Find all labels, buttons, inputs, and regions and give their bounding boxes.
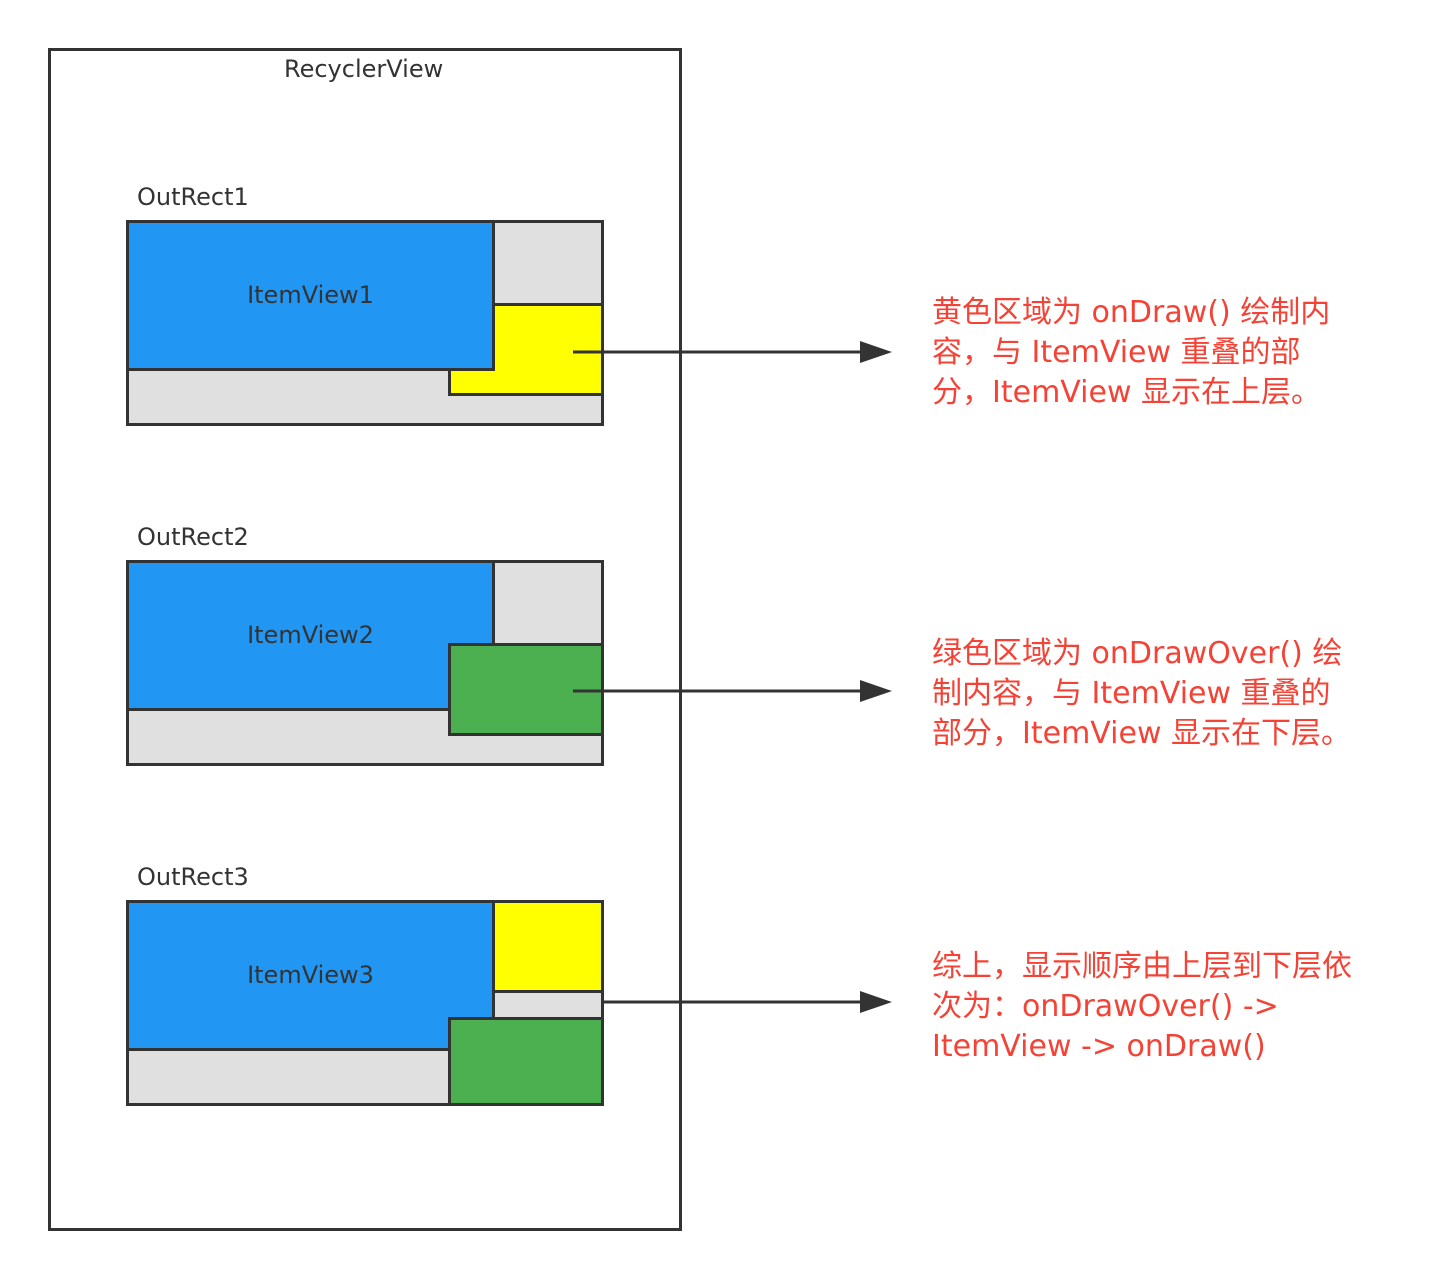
description-line: 综上，显示顺序由上层到下层依 [932,949,1352,984]
description-line: 容，与 ItemView 重叠的部 [932,335,1301,370]
description-ondraw: 黄色区域为 onDraw() 绘制内 容，与 ItemView 重叠的部 分，I… [932,293,1392,413]
description-line: 部分，ItemView 显示在下层。 [932,716,1352,751]
arrow-1 [573,341,892,363]
itemview3-label: ItemView3 [247,961,374,989]
description-line: 次为：onDrawOver() -> [932,989,1279,1024]
itemview3-box: ItemView3 [129,903,495,1051]
itemview1-label: ItemView1 [247,281,374,309]
description-ondrawover: 绿色区域为 onDrawOver() 绘 制内容，与 ItemView 重叠的 … [932,634,1392,754]
description-line: 制内容，与 ItemView 重叠的 [932,676,1331,711]
ondrawover-green-area [448,1017,601,1103]
outrect1-box: ItemView1 [126,220,604,426]
ondraw-yellow-area [492,903,601,993]
outrect1-label: OutRect1 [137,183,249,211]
description-line: 分，ItemView 显示在上层。 [932,375,1322,410]
arrow-3 [604,991,892,1013]
itemview1-box: ItemView1 [129,223,495,371]
itemview2-box: ItemView2 [129,563,495,711]
description-line: 绿色区域为 onDrawOver() 绘 [932,636,1343,671]
description-line: 黄色区域为 onDraw() 绘制内 [932,295,1331,330]
outrect3-label: OutRect3 [137,863,249,891]
arrow-2 [573,680,892,702]
itemview2-label: ItemView2 [247,621,374,649]
description-line: ItemView -> onDraw() [932,1029,1266,1064]
description-summary: 综上，显示顺序由上层到下层依 次为：onDrawOver() -> ItemVi… [932,947,1392,1067]
outrect2-label: OutRect2 [137,523,249,551]
recyclerview-label: RecyclerView [284,55,444,83]
recyclerview-box [48,48,682,1231]
outrect3-box: ItemView3 [126,900,604,1106]
